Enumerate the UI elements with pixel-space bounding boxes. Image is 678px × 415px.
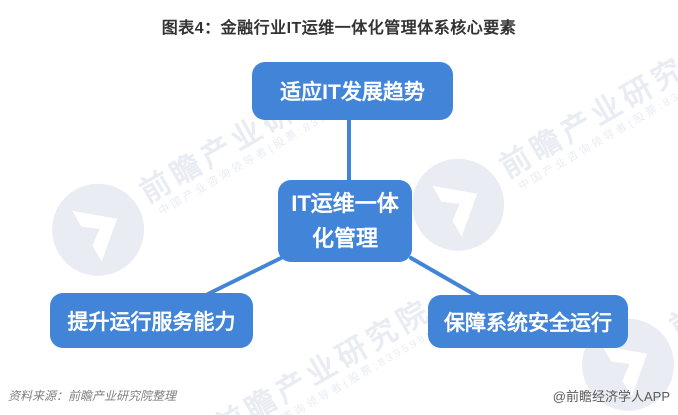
node-branch-bottom-right: 保障系统安全运行	[428, 295, 628, 348]
connector-bottom-right	[409, 256, 486, 302]
node-label: 适应IT发展趋势	[280, 81, 425, 104]
node-branch-top: 适应IT发展趋势	[252, 62, 453, 120]
connector-bottom-left	[206, 256, 283, 296]
node-label-line2: 化管理	[311, 226, 378, 251]
figure-title: 图表4：金融行业IT运维一体化管理体系核心要素	[161, 20, 517, 37]
node-center: IT运维一体 化管理	[278, 180, 412, 262]
node-label: 保障系统安全运行	[444, 311, 612, 335]
node-label: 提升运行服务能力	[67, 310, 236, 334]
node-branch-bottom-left: 提升运行服务能力	[50, 293, 253, 348]
source-note: 资料来源：前瞻产业研究院整理	[8, 389, 177, 403]
credit-note: @前瞻经济学人APP	[552, 389, 670, 404]
node-label-line1: IT运维一体	[291, 191, 399, 216]
